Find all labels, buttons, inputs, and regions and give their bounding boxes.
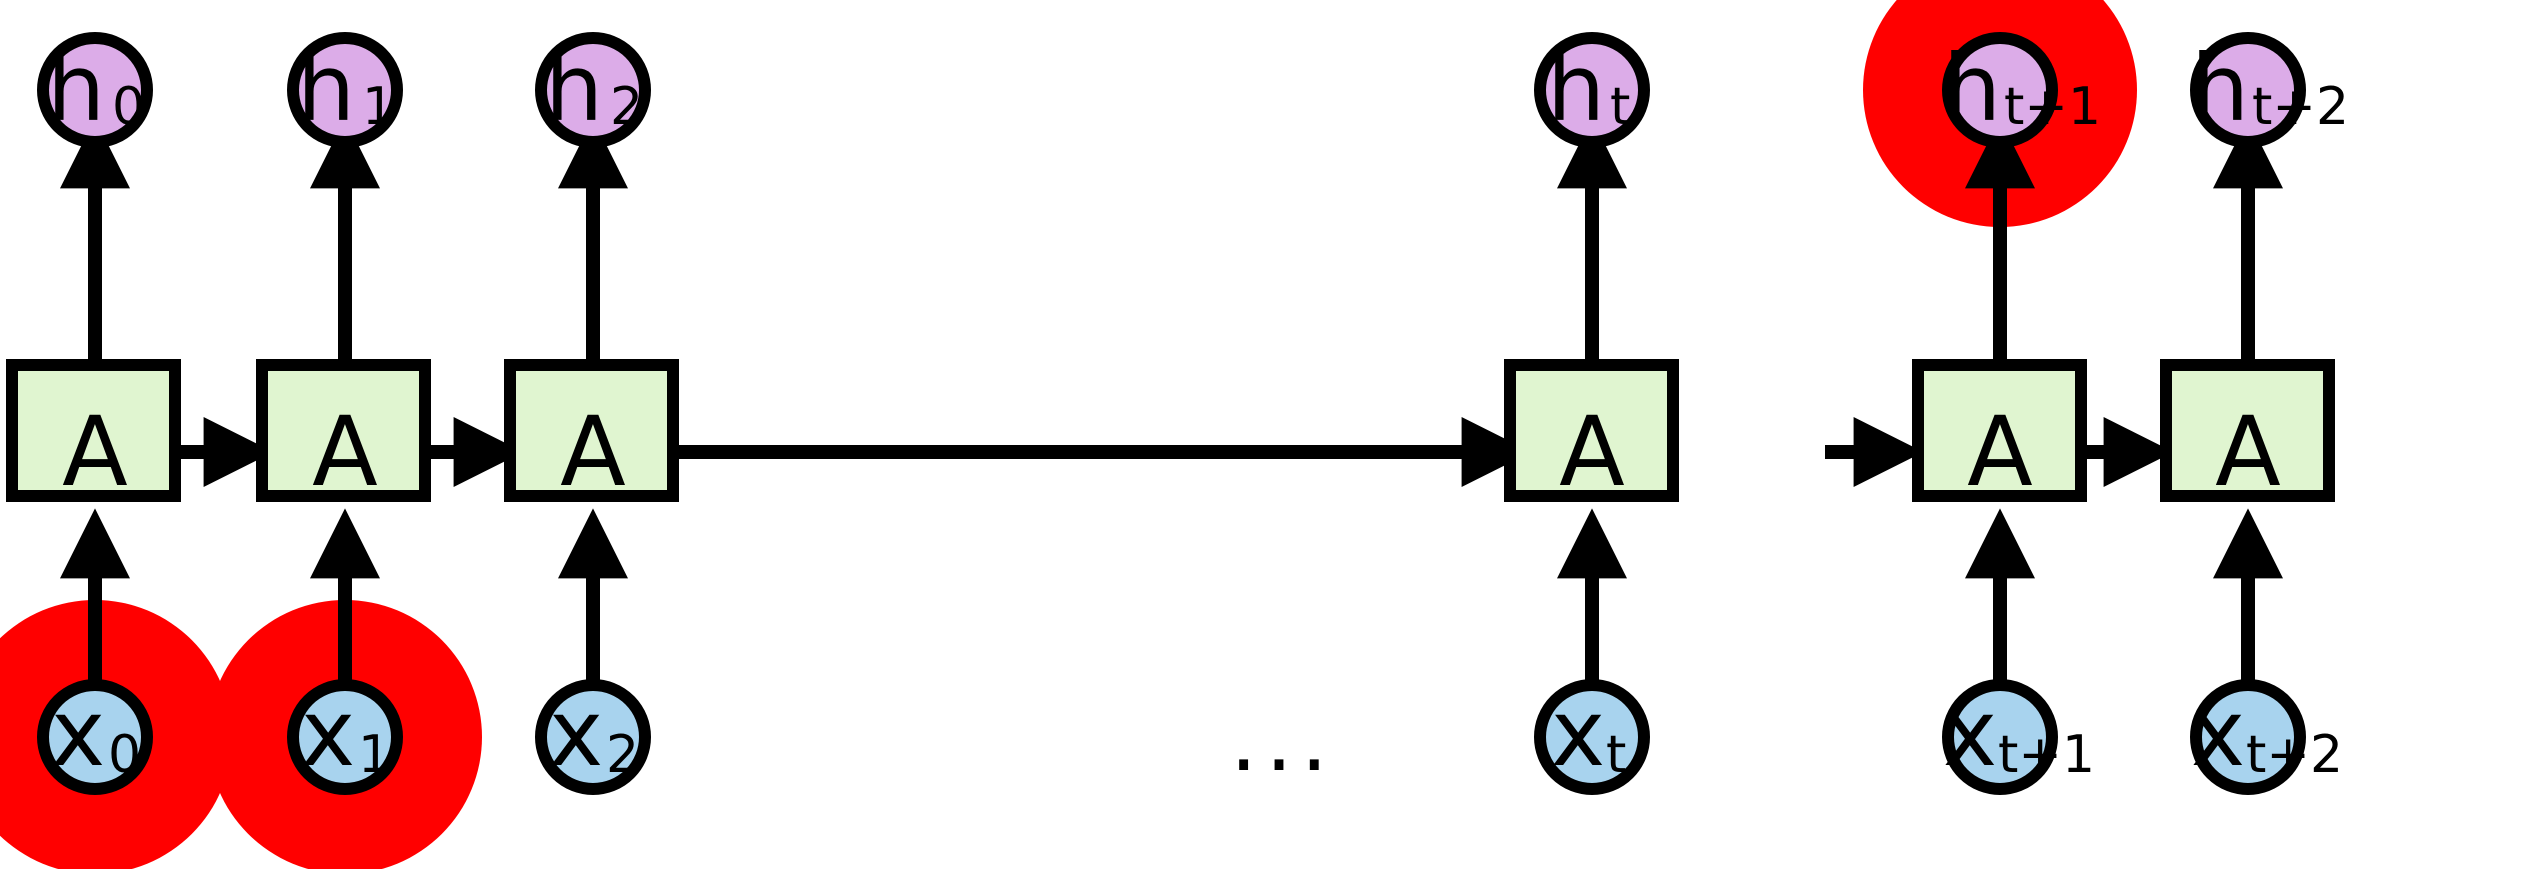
hidden-node-label-h2: h xyxy=(545,35,603,142)
input-node-label-xt-plus-1: x xyxy=(1943,680,1997,787)
input-node-label-xt-plus-2: x xyxy=(2191,680,2245,787)
cell-1[interactable]: A xyxy=(256,359,431,508)
input-node-xt-plus-2[interactable]: x t+2 xyxy=(2190,679,2343,795)
input-node-circle-x1[interactable] xyxy=(287,679,403,795)
cell-box-t-plus-2[interactable] xyxy=(2160,359,2335,502)
input-node-sub-xt-plus-2: t+2 xyxy=(2246,725,2343,785)
cell-t-plus-2[interactable]: A xyxy=(2160,359,2335,508)
input-node-xt[interactable]: x t xyxy=(1534,679,1650,795)
cell-2[interactable]: A xyxy=(504,359,679,508)
input-node-x2[interactable]: x 2 xyxy=(535,679,651,795)
cell-box-t[interactable] xyxy=(1504,359,1679,502)
input-node-sub-x1: 1 xyxy=(358,725,391,785)
hidden-node-label-ht-plus-2: h xyxy=(2191,35,2249,142)
cell-label-t: A xyxy=(1559,396,1625,508)
input-node-circle-x0[interactable] xyxy=(37,679,153,795)
input-node-circle-xt[interactable] xyxy=(1534,679,1650,795)
cell-group: A A A A A A xyxy=(6,359,2335,508)
input-node-xt-plus-1[interactable]: x t+1 xyxy=(1942,679,2095,795)
input-node-circle-xt-plus-1[interactable] xyxy=(1942,679,2058,795)
hidden-node-sub-ht: t xyxy=(1610,77,1630,137)
hidden-node-circle-ht-plus-2[interactable] xyxy=(2190,32,2306,148)
hidden-node-h1[interactable]: h 1 xyxy=(287,32,403,148)
cell-0[interactable]: A xyxy=(6,359,181,508)
hidden-node-label-h0: h xyxy=(47,35,105,142)
cell-box-0[interactable] xyxy=(6,359,181,502)
hidden-node-circle-h2[interactable] xyxy=(535,32,651,148)
input-node-sub-xt-plus-1: t+1 xyxy=(1998,725,2095,785)
hidden-node-circle-ht-plus-1[interactable] xyxy=(1942,32,2058,148)
input-node-circle-xt-plus-2[interactable] xyxy=(2190,679,2306,795)
hidden-node-sub-h1: 1 xyxy=(362,77,395,137)
hidden-node-h0[interactable]: h 0 xyxy=(37,32,153,148)
input-node-x1[interactable]: x 1 xyxy=(287,679,403,795)
hidden-node-sub-ht-plus-1: t+1 xyxy=(2004,77,2101,137)
cell-box-1[interactable] xyxy=(256,359,431,502)
hidden-node-circle-h1[interactable] xyxy=(287,32,403,148)
input-node-sub-x2: 2 xyxy=(606,725,639,785)
cell-box-2[interactable] xyxy=(504,359,679,502)
input-node-circle-x2[interactable] xyxy=(535,679,651,795)
input-node-label-x1: x xyxy=(301,680,355,787)
hidden-node-label-ht: h xyxy=(1547,35,1605,142)
cell-label-t-plus-1: A xyxy=(1967,396,2033,508)
output-arrow-group xyxy=(60,118,2283,362)
cell-label-2: A xyxy=(560,396,626,508)
hidden-node-ht-plus-2[interactable]: h t+2 xyxy=(2190,32,2349,148)
input-node-label-xt: x xyxy=(1551,680,1605,787)
hidden-node-sub-h2: 2 xyxy=(610,77,643,137)
hidden-node-label-ht-plus-1: h xyxy=(1943,35,2001,142)
hidden-node-sub-h0: 0 xyxy=(112,77,145,137)
input-node-sub-x0: 0 xyxy=(108,725,141,785)
hidden-node-sub-ht-plus-2: t+2 xyxy=(2252,77,2349,137)
input-arrow-group xyxy=(60,508,2283,690)
hidden-node-label-h1: h xyxy=(297,35,355,142)
input-node-sub-xt: t xyxy=(1606,725,1626,785)
cell-t-plus-1[interactable]: A xyxy=(1912,359,2087,508)
hidden-node-circle-h0[interactable] xyxy=(37,32,153,148)
input-node-x0[interactable]: x 0 xyxy=(37,679,153,795)
cell-label-t-plus-2: A xyxy=(2215,396,2281,508)
hidden-node-ht-plus-1[interactable]: h t+1 xyxy=(1942,32,2101,148)
cell-label-0: A xyxy=(62,396,128,508)
input-node-group: x 0 x 1 x 2 x t x t+1 xyxy=(37,679,2343,795)
input-node-label-x0: x xyxy=(51,680,105,787)
cell-box-t-plus-1[interactable] xyxy=(1912,359,2087,502)
cell-t[interactable]: A xyxy=(1504,359,1679,508)
hidden-node-group: h 0 h 1 h 2 h t h t+1 xyxy=(37,32,2349,148)
hidden-node-ht[interactable]: h t xyxy=(1534,32,1650,148)
hidden-node-h2[interactable]: h 2 xyxy=(535,32,651,148)
hidden-node-circle-ht[interactable] xyxy=(1534,32,1650,148)
cell-label-1: A xyxy=(312,396,378,508)
input-node-label-x2: x xyxy=(549,680,603,787)
sequence-ellipsis: ... xyxy=(1230,691,1336,791)
